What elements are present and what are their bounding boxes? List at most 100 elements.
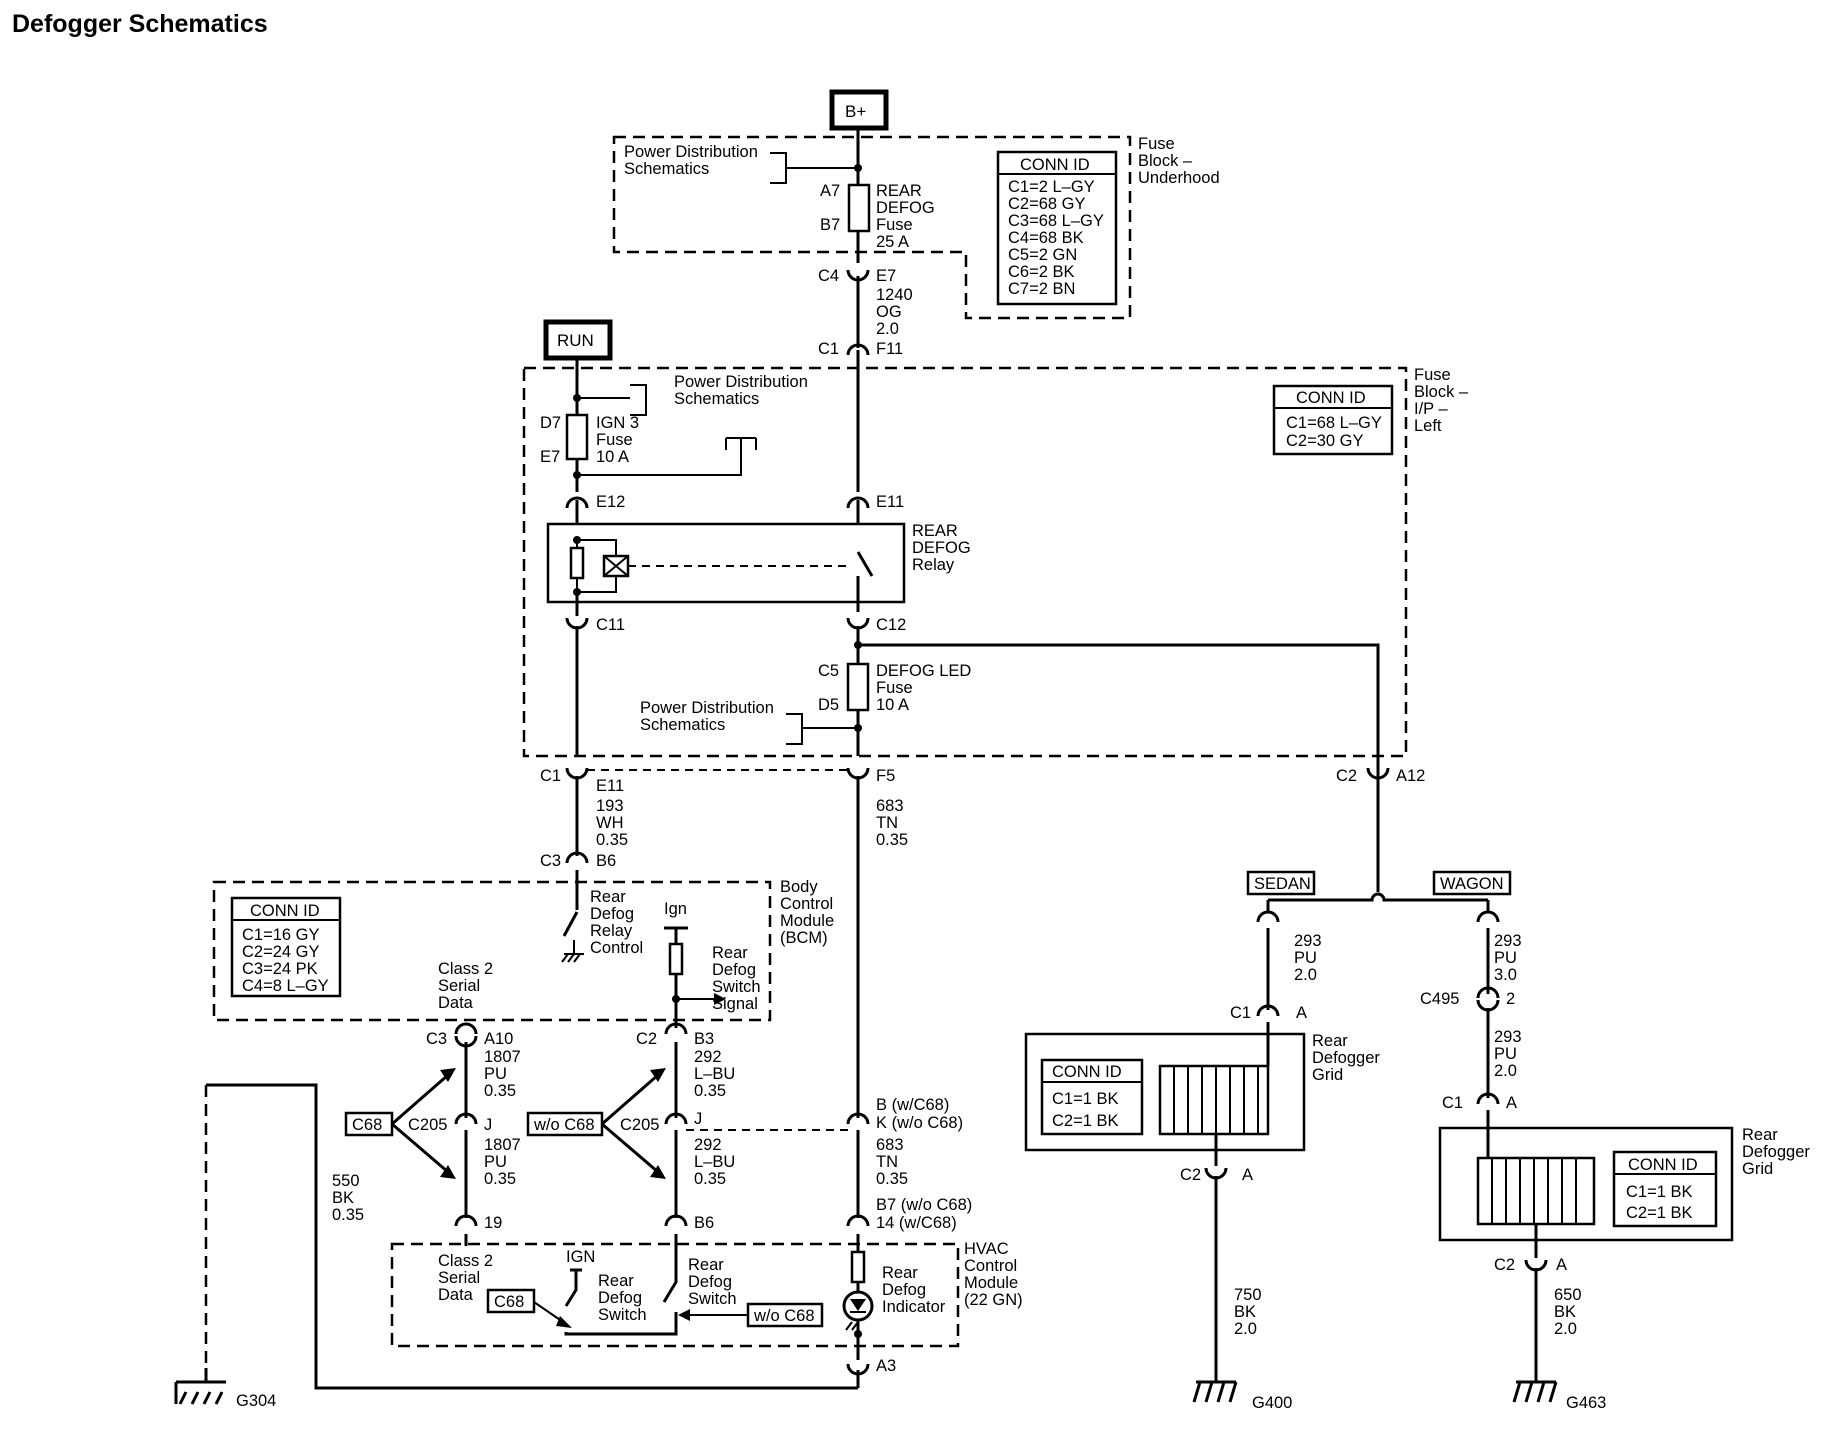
- diagram-label: PU: [1294, 949, 1317, 967]
- diagram-label: Fuse: [1414, 366, 1451, 384]
- run-source: RUN: [543, 319, 613, 361]
- diagram-label: K (w/o C68): [876, 1114, 963, 1132]
- diagram-label: E11: [596, 777, 624, 795]
- c68-option-tag-2: C68: [486, 1288, 572, 1328]
- diagram-label: 293: [1294, 932, 1322, 950]
- diagram-label: Data: [438, 1286, 474, 1304]
- diagram-label: Switch: [712, 978, 761, 996]
- diagram-label: C3=68 L–GY: [1008, 212, 1104, 230]
- diagram-label: Power Distribution: [640, 699, 774, 717]
- diagram-label: C5: [818, 662, 839, 680]
- diagram-label: Fuse: [596, 431, 633, 449]
- defog-led-fuse: C5 D5 DEFOG LED Fuse 10 A: [818, 662, 971, 756]
- diagram-label: C2=1 BK: [1052, 1112, 1119, 1130]
- diagram-label: CONN ID: [1020, 156, 1090, 174]
- diagram-label: E11: [876, 493, 904, 511]
- diagram-label: 1807: [484, 1048, 521, 1066]
- diagram-label: C205: [408, 1116, 447, 1134]
- diagram-label: C3: [540, 852, 561, 870]
- diagram-label: L–BU: [694, 1153, 735, 1171]
- fuse-block-underhood-label: Fuse Block – Underhood: [1138, 135, 1220, 187]
- diagram-label: PU: [484, 1153, 507, 1171]
- diagram-label: RUN: [557, 331, 594, 350]
- diagram-label: C2: [636, 1030, 657, 1048]
- body-style-branch: SEDAN WAGON: [1246, 758, 1512, 912]
- sedan-circuit: 293 PU 2.0 C1 A CONN ID C1=1 BK C2=1 BK …: [1024, 910, 1380, 1412]
- diagram-label: REAR: [876, 182, 922, 200]
- diagram-label: 0.35: [332, 1206, 364, 1224]
- diagram-label: Module: [964, 1274, 1018, 1292]
- diagram-label: C2: [1494, 1256, 1515, 1274]
- power-distribution-ref-ip-1: Power Distribution Schematics: [577, 373, 808, 416]
- ign3-fuse: D7 E7 IGN 3 Fuse 10 A: [540, 414, 639, 466]
- diagram-label: C7=2 BN: [1008, 280, 1075, 298]
- diagram-label: 2.0: [876, 320, 899, 338]
- wo-c68-option-tag-1: w/o C68: [526, 1068, 666, 1179]
- diagram-label: BK: [1554, 1303, 1576, 1321]
- diagram-label: WH: [596, 814, 624, 832]
- diagram-label: A: [1556, 1256, 1567, 1274]
- diagram-label: Data: [438, 994, 474, 1012]
- diagram-label: I/P –: [1414, 400, 1448, 418]
- diagram-label: E7: [540, 448, 560, 466]
- diagram-label: Rear: [590, 888, 626, 906]
- main-feed-wire: C4 E7 1240 OG 2.0 C1 F11: [818, 128, 913, 492]
- bcm-label: Body Control Module (BCM): [780, 878, 834, 947]
- diagram-label: A7: [820, 182, 840, 200]
- diagram-label: 683: [876, 797, 904, 815]
- diagram-label: C2: [1180, 1166, 1201, 1184]
- diagram-label: DEFOG: [912, 539, 971, 557]
- diagram-label: DEFOG LED: [876, 662, 971, 680]
- indicator-wiring: B (w/C68) K (w/o C68) 683 TN 0.35 B7 (w/…: [846, 1096, 972, 1232]
- diagram-label: 10 A: [596, 448, 629, 466]
- diagram-label: 2.0: [1494, 1062, 1517, 1080]
- diagram-label: Fuse: [876, 216, 913, 234]
- diagram-label: B6: [596, 852, 616, 870]
- diagram-label: BK: [1234, 1303, 1256, 1321]
- bplus-source: B+: [829, 89, 889, 131]
- diagram-label: C3: [426, 1030, 447, 1048]
- diagram-label: A: [1296, 1004, 1307, 1022]
- diagram-label: Serial: [438, 1269, 480, 1287]
- diagram-label: C205: [620, 1116, 659, 1134]
- diagram-label: Rear: [688, 1256, 724, 1274]
- diagram-label: C2=68 GY: [1008, 195, 1086, 213]
- diagram-label: 650: [1554, 1286, 1582, 1304]
- diagram-label: B6: [694, 1214, 714, 1232]
- diagram-label: C1: [1230, 1004, 1251, 1022]
- diagram-label: PU: [1494, 949, 1517, 967]
- diagram-label: 0.35: [694, 1082, 726, 1100]
- diagram-label: C4: [818, 267, 839, 285]
- diagram-label: HVAC: [964, 1240, 1009, 1258]
- diagram-label: 1807: [484, 1136, 521, 1154]
- fuse-block-ip-label: Fuse Block – I/P – Left: [1414, 366, 1469, 435]
- diagram-label: C1=1 BK: [1626, 1183, 1693, 1201]
- ground-g304-wire: 550 BK 0.35 G304: [174, 1083, 858, 1410]
- diagram-label: 293: [1494, 1028, 1522, 1046]
- diagram-label: Relay: [590, 922, 633, 940]
- diagram-label: 19: [484, 1214, 502, 1232]
- ground-g400-icon: [1192, 1380, 1238, 1403]
- diagram-label: BK: [332, 1189, 354, 1207]
- diagram-label: B7: [820, 216, 840, 234]
- diagram-label: C1=16 GY: [242, 926, 320, 944]
- diagram-label: DEFOG: [876, 199, 935, 217]
- diagram-label: Rear: [598, 1272, 634, 1290]
- diagram-label: C4=8 L–GY: [242, 977, 329, 995]
- diagram-label: 750: [1234, 1286, 1262, 1304]
- diagram-label: 3.0: [1494, 966, 1517, 984]
- diagram-label: Class 2: [438, 960, 493, 978]
- power-distribution-ref-ip-2: Power Distribution Schematics: [640, 699, 858, 745]
- diagram-label: 14 (w/C68): [876, 1214, 957, 1232]
- diagram-label: 25 A: [876, 233, 909, 251]
- diagram-label: Schematics: [674, 390, 759, 408]
- diagram-label: Defogger: [1742, 1143, 1810, 1161]
- diagram-label: 293: [1494, 932, 1522, 950]
- diagram-label: 0.35: [596, 831, 628, 849]
- diagram-label: Power Distribution: [674, 373, 808, 391]
- diagram-label: Serial: [438, 977, 480, 995]
- diagram-label: Control: [780, 895, 833, 913]
- diagram-label: REAR: [912, 522, 958, 540]
- diagram-label: Rear: [712, 944, 748, 962]
- fuse-block-ip-left: Fuse Block – I/P – Left CONN ID C1=68 L–…: [522, 358, 1469, 758]
